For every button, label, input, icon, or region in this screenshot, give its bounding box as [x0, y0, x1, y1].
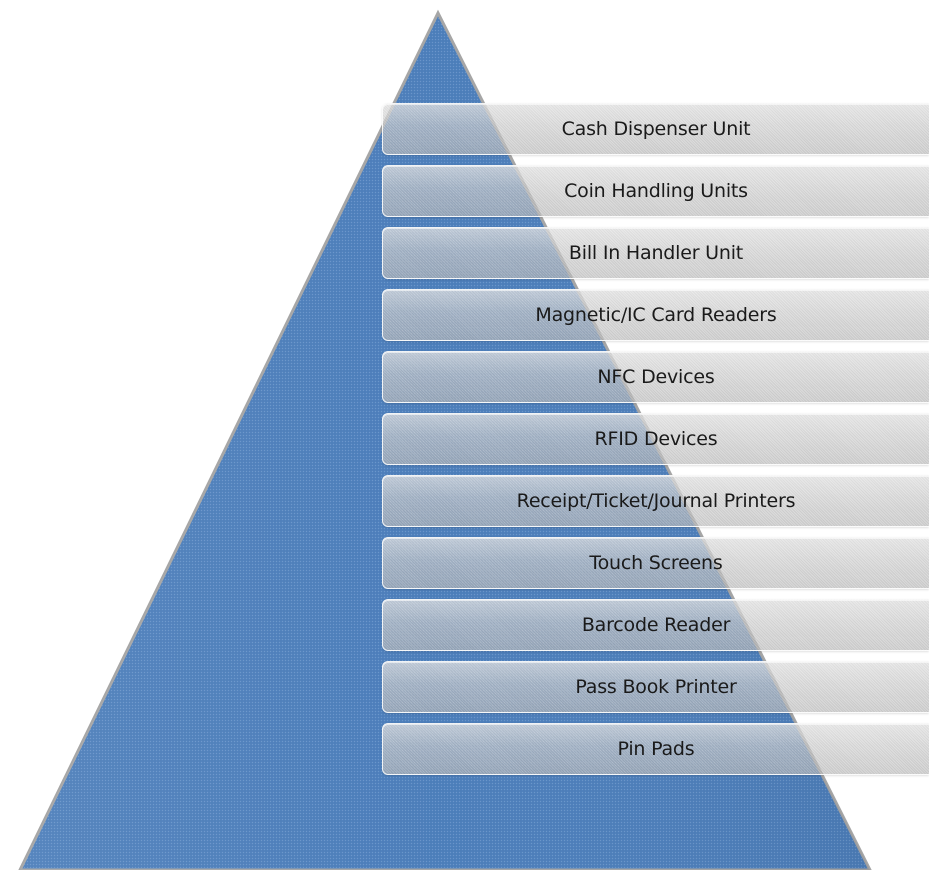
list-item-label: Barcode Reader — [581, 614, 731, 636]
list-item: Bill In Handler Unit — [382, 227, 929, 279]
list-item-label: Magnetic/IC Card Readers — [535, 304, 777, 326]
list-item: Pass Book Printer — [382, 661, 929, 713]
list-item-label: NFC Devices — [597, 366, 715, 388]
list-item: RFID Devices — [382, 413, 929, 465]
list-item-label: RFID Devices — [594, 428, 718, 450]
list-item-label: Bill In Handler Unit — [568, 242, 744, 264]
list-item-label: Receipt/Ticket/Journal Printers — [516, 490, 796, 512]
list-item: Receipt/Ticket/Journal Printers — [382, 475, 929, 527]
list-item: Coin Handling Units — [382, 165, 929, 217]
list-item: Touch Screens — [382, 537, 929, 589]
list-item: Barcode Reader — [382, 599, 929, 651]
item-list: Cash Dispenser Unit Coin Handling Units … — [382, 103, 929, 775]
list-item-label: Coin Handling Units — [564, 180, 748, 202]
list-item-label: Pin Pads — [617, 738, 695, 760]
list-item-label: Pass Book Printer — [575, 676, 737, 698]
list-item-label: Cash Dispenser Unit — [561, 118, 751, 140]
list-item: Cash Dispenser Unit — [382, 103, 929, 155]
list-item: Pin Pads — [382, 723, 929, 775]
list-item: Magnetic/IC Card Readers — [382, 289, 929, 341]
list-item-label: Touch Screens — [589, 552, 723, 574]
list-item: NFC Devices — [382, 351, 929, 403]
